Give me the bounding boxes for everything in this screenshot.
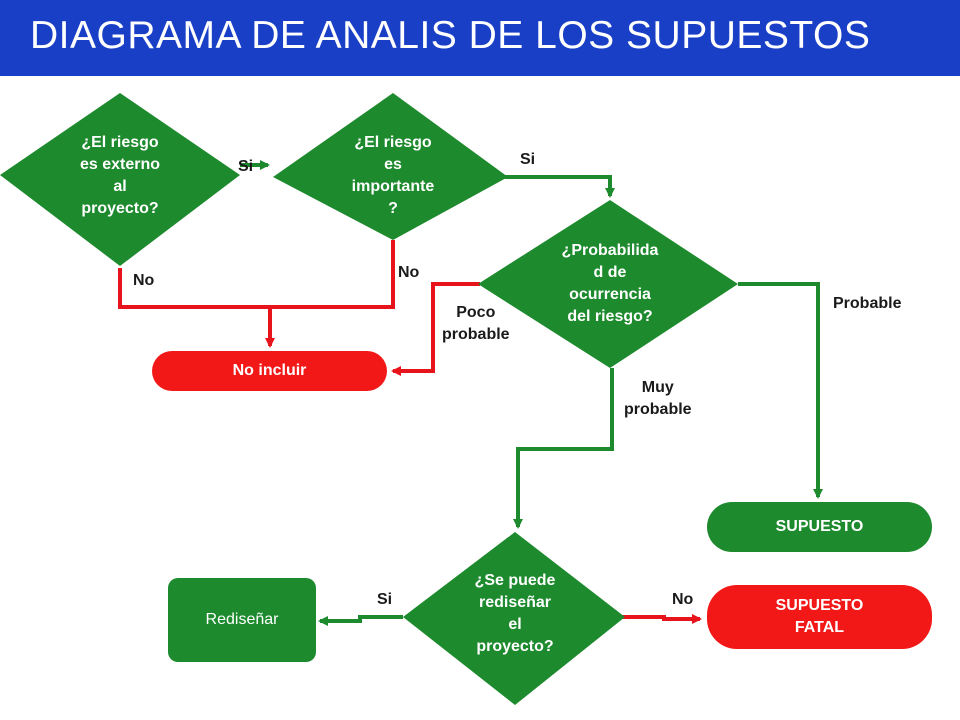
decision-redesign-text: ¿Se puede rediseñar el proyecto? bbox=[474, 572, 556, 655]
edge-external-no bbox=[118, 268, 270, 309]
edge-muy-probable bbox=[513, 368, 614, 529]
edge-important-no bbox=[270, 240, 395, 309]
edge-redesign-yes bbox=[318, 615, 403, 626]
label-probable: Probable bbox=[833, 295, 902, 312]
label-muy-probable: Muy probable bbox=[624, 379, 692, 418]
edge-important-yes bbox=[505, 175, 615, 198]
page-title: DIAGRAMA DE ANALIS DE LOS SUPUESTOS bbox=[30, 14, 871, 57]
title-bar: DIAGRAMA DE ANALIS DE LOS SUPUESTOS bbox=[0, 0, 960, 76]
decision-probability bbox=[478, 200, 738, 368]
decision-external bbox=[0, 93, 240, 266]
edge-probable bbox=[738, 282, 823, 499]
decision-probability-text: ¿Probabilida d de ocurrencia del riesgo? bbox=[561, 242, 659, 325]
edge-redesign-no bbox=[622, 614, 702, 624]
edge-poco-probable bbox=[391, 282, 480, 376]
redisenar-node: Rediseñar bbox=[168, 578, 316, 662]
decision-important bbox=[273, 93, 508, 240]
decision-external-text: ¿El riesgo es externo al proyecto? bbox=[79, 134, 161, 217]
label-external-no: No bbox=[133, 272, 155, 289]
label-redesign-no: No bbox=[672, 591, 694, 608]
label-redesign-si: Si bbox=[377, 591, 393, 608]
supuesto-node: SUPUESTO bbox=[707, 502, 932, 552]
supuesto-fatal-node: SUPUESTO FATAL bbox=[707, 585, 932, 649]
label-important-no: No bbox=[398, 264, 420, 281]
label-external-si: Si bbox=[238, 158, 254, 175]
decision-redesign bbox=[403, 532, 625, 705]
label-poco-probable: Poco probable bbox=[442, 304, 510, 343]
label-important-si: Si bbox=[520, 151, 536, 168]
no-incluir-node: No incluir bbox=[152, 351, 387, 391]
decision-important-text: ¿El riesgo es importante ? bbox=[351, 134, 435, 217]
